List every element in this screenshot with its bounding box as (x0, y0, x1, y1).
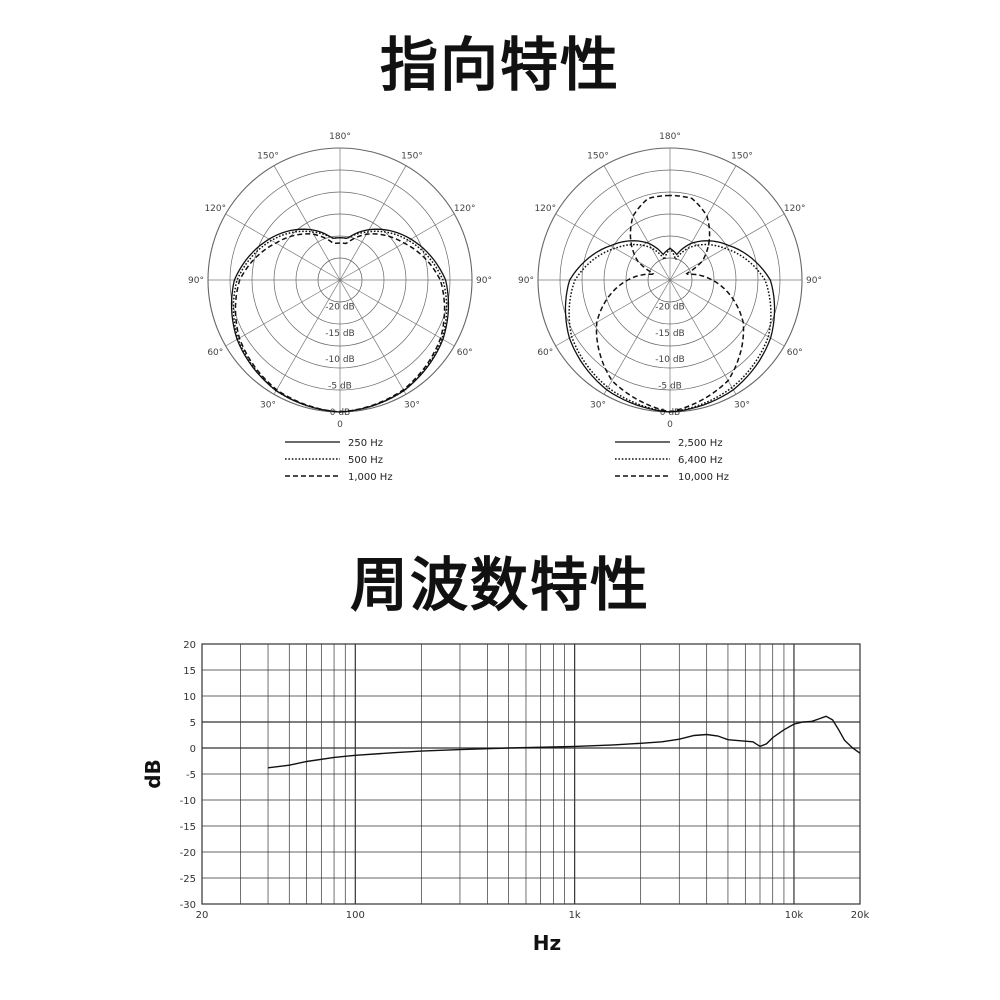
x-tick-label: 1k (569, 910, 581, 921)
x-tick-label: 10k (785, 910, 804, 921)
y-tick-label: -25 (180, 874, 196, 885)
polar-radial-line (669, 279, 785, 347)
polar-angle-label: 150° (731, 151, 753, 161)
polar-radial-line (669, 165, 737, 281)
polar-ring-label: -5 dB (658, 382, 682, 392)
polar-radial-line (225, 213, 341, 281)
polar-series-line (595, 194, 745, 413)
legend-label: 6,400 Hz (678, 455, 723, 466)
polar-angle-label: 30° (260, 401, 276, 411)
legend-label: 10,000 Hz (678, 472, 729, 483)
polar-ring-label: -5 dB (328, 382, 352, 392)
polar-radial-line (339, 165, 407, 281)
legend-label: 2,500 Hz (678, 438, 723, 449)
x-tick-label: 20k (851, 910, 870, 921)
polar-angle-label: 90° (188, 276, 204, 286)
y-tick-label: 0 (190, 744, 196, 755)
frequency-response-line (267, 715, 861, 769)
x-tick-label: 20 (196, 910, 209, 921)
polar-chart-right: 180° 150° 150° 120° 120° 90° 90° 60° 60° 30° 30° 0 -… (518, 132, 822, 483)
polar-angle-label: 150° (257, 151, 279, 161)
polar-series-line (234, 233, 446, 413)
polar-angle-label: 30° (590, 401, 606, 411)
polar-radial-line (225, 279, 341, 347)
y-tick-label: -30 (180, 900, 196, 911)
polar-ring-label: -20 dB (655, 302, 684, 312)
directivity-title: 指向特性 (379, 31, 620, 99)
y-tick-label: 10 (183, 692, 196, 703)
polar-radial-line (555, 213, 671, 281)
polar-angle-label: 120° (454, 204, 476, 214)
polar-angle-label: 180° (329, 132, 351, 142)
y-axis-label: dB (141, 759, 165, 789)
polar-radial-line (669, 279, 737, 395)
polar-angle-label: 90° (518, 276, 534, 286)
polar-radial-line (603, 165, 671, 281)
polar-angle-label: 120° (534, 204, 556, 214)
polar-angle-label: 150° (587, 151, 609, 161)
polar-radial-line (273, 165, 341, 281)
polar-angle-label: 90° (476, 276, 492, 286)
polar-series-line (568, 243, 772, 413)
polar-radial-line (669, 213, 785, 281)
polar-radial-line (273, 279, 341, 395)
polar-angle-label: 0 (667, 420, 673, 430)
polar-angle-label: 60° (787, 348, 803, 358)
polar-radial-line (339, 279, 455, 347)
polar-angle-label: 60° (537, 348, 553, 358)
y-tick-label: -15 (180, 822, 196, 833)
polar-angle-label: 60° (457, 348, 473, 358)
polar-radial-line (339, 213, 455, 281)
x-axis-label: Hz (533, 931, 561, 955)
polar-angle-label: 60° (207, 348, 223, 358)
x-tick-label: 100 (346, 910, 365, 921)
polar-chart-left: 180° 150° 150° 120° 120° 90° 90° 60° 60° 30° 30° 0 -… (188, 132, 492, 483)
polar-angle-label: 150° (401, 151, 423, 161)
y-tick-label: -5 (186, 770, 196, 781)
y-tick-label: 15 (183, 666, 196, 677)
polar-radial-line (603, 279, 671, 395)
polar-ring-label: -10 dB (655, 355, 684, 365)
polar-radial-line (555, 279, 671, 347)
polar-ring-label: 0 dB (330, 408, 350, 418)
polar-ring-label: -10 dB (325, 355, 354, 365)
polar-angle-label: 120° (784, 204, 806, 214)
legend-label: 500 Hz (348, 455, 383, 466)
polar-radial-line (339, 279, 407, 395)
polar-series-line (232, 230, 448, 413)
polar-angle-label: 90° (806, 276, 822, 286)
y-tick-label: 5 (190, 718, 196, 729)
legend-label: 1,000 Hz (348, 472, 393, 483)
legend-label: 250 Hz (348, 438, 383, 449)
polar-ring-label: 0 dB (660, 408, 680, 418)
y-tick-label: -20 (180, 848, 196, 859)
polar-angle-label: 0 (337, 420, 343, 430)
polar-ring-label: -15 dB (655, 329, 684, 339)
polar-angle-label: 120° (204, 204, 226, 214)
polar-ring-label: -20 dB (325, 302, 354, 312)
y-tick-label: 20 (183, 640, 196, 651)
polar-ring-label: -15 dB (325, 329, 354, 339)
polar-angle-label: 30° (734, 401, 750, 411)
polar-angle-label: 180° (659, 132, 681, 142)
frequency-response-title: 周波数特性 (349, 551, 650, 619)
polar-angle-label: 30° (404, 401, 420, 411)
y-tick-label: -10 (180, 796, 196, 807)
